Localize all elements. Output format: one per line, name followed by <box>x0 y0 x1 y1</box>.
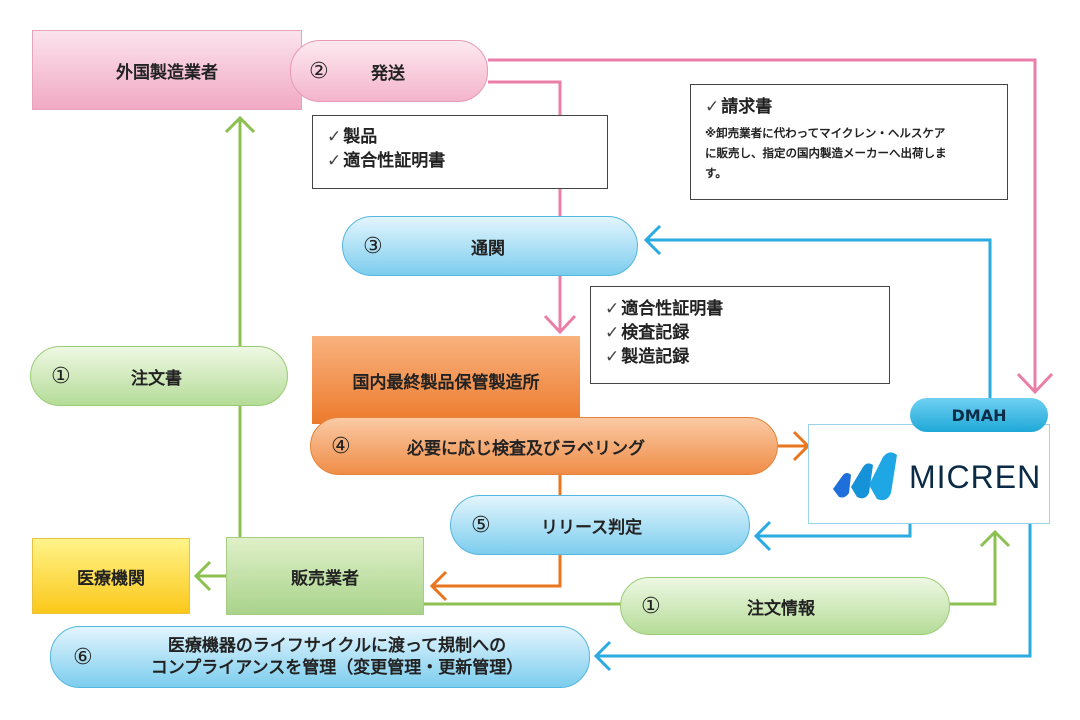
step-ship: ② 発送 <box>290 40 488 102</box>
note-item: ✓製品 <box>327 127 378 147</box>
check-icon: ✓ <box>327 151 342 171</box>
step-inspect: ④ 必要に応じ検査及びラベリング <box>310 417 778 475</box>
step-order-info-number: ① <box>641 593 661 619</box>
step-order-form-number: ① <box>51 363 71 389</box>
note-item: ✓製造記録 <box>605 347 690 367</box>
invoice-title: ✓請求書 <box>705 97 773 117</box>
step-release-label: リリース判定 <box>541 517 643 538</box>
check-icon: ✓ <box>605 347 620 367</box>
dmah-label: DMAH <box>951 405 1007 425</box>
micren-box: MICREN <box>808 424 1050 524</box>
note-item: ✓適合性証明書 <box>327 151 446 171</box>
arrowhead-foreign <box>224 115 256 134</box>
step-ship-label: 発送 <box>371 63 405 84</box>
medical-institution-label: 医療機関 <box>77 568 145 589</box>
check-icon: ✓ <box>605 299 620 319</box>
check-icon: ✓ <box>705 97 720 117</box>
step-compliance-line2: コンプライアンスを管理（変更管理・更新管理） <box>150 658 524 678</box>
step-compliance-line1: 医療機器のライフサイクルに渡って規制への <box>167 636 507 656</box>
step-customs-number: ③ <box>363 233 383 259</box>
step-order-info: ① 注文情報 <box>620 577 950 635</box>
domestic-site-label: 国内最終製品保管製造所 <box>352 372 540 393</box>
step-inspect-number: ④ <box>331 433 351 459</box>
step-compliance-label: 医療機器のライフサイクルに渡って規制への コンプライアンスを管理（変更管理・更新… <box>117 635 557 679</box>
step-compliance: ⑥ 医療機器のライフサイクルに渡って規制への コンプライアンスを管理（変更管理・… <box>50 626 590 688</box>
micren-logo-icon <box>833 452 897 501</box>
arrowhead-customs <box>643 224 662 256</box>
arrow-micren-to-compliance <box>596 524 1032 658</box>
step-inspect-label: 必要に応じ検査及びラベリング <box>407 438 645 459</box>
foreign-manufacturer-label: 外国製造業者 <box>116 62 218 83</box>
micren-logo-text: MICREN <box>909 459 1042 495</box>
step-ship-number: ② <box>309 58 329 84</box>
domestic-site-box: 国内最終製品保管製造所 <box>312 336 580 424</box>
arrowhead-dmah <box>1016 372 1054 395</box>
invoice-note: ✓請求書 ※卸売業者に代わってマイクレン・ヘルスケア に販売し、指定の国内製造メ… <box>690 84 1008 200</box>
check-icon: ✓ <box>605 323 620 343</box>
note-item: ✓検査記録 <box>605 323 690 343</box>
arrowhead-release <box>753 520 772 552</box>
arrowhead-medical <box>193 560 212 592</box>
invoice-description: ※卸売業者に代わってマイクレン・ヘルスケア に販売し、指定の国内製造メーカーへ出… <box>705 126 947 180</box>
shipment-docs-note: ✓製品 ✓適合性証明書 <box>312 115 608 189</box>
step-release: ⑤ リリース判定 <box>450 495 750 555</box>
note-item: ✓適合性証明書 <box>605 299 724 319</box>
step-release-number: ⑤ <box>471 512 491 538</box>
arrowhead-seller <box>429 570 448 602</box>
arrow-seller-to-micren <box>424 532 997 606</box>
arrow-dmah-to-customs <box>646 238 992 398</box>
records-note: ✓適合性証明書 ✓検査記録 ✓製造記録 <box>590 286 890 384</box>
step-order-form-label: 注文書 <box>131 368 182 389</box>
arrow-ship-to-dmah <box>488 58 1037 392</box>
step-customs-label: 通関 <box>471 238 505 259</box>
arrowhead-micren <box>979 529 1011 548</box>
check-icon: ✓ <box>327 127 342 147</box>
dmah-badge: DMAH <box>910 398 1048 432</box>
step-order-form: ① 注文書 <box>30 346 288 406</box>
step-compliance-number: ⑥ <box>73 644 93 670</box>
seller-label: 販売業者 <box>291 568 359 589</box>
medical-institution-box: 医療機関 <box>32 538 190 614</box>
step-customs: ③ 通関 <box>342 216 638 276</box>
arrowhead-compliance <box>593 640 612 672</box>
arrowhead-domestic <box>543 314 577 335</box>
arrow-micren-to-release <box>756 524 912 538</box>
seller-box: 販売業者 <box>226 537 424 615</box>
foreign-manufacturer-box: 外国製造業者 <box>32 30 302 110</box>
step-order-info-label: 注文情報 <box>747 598 815 619</box>
